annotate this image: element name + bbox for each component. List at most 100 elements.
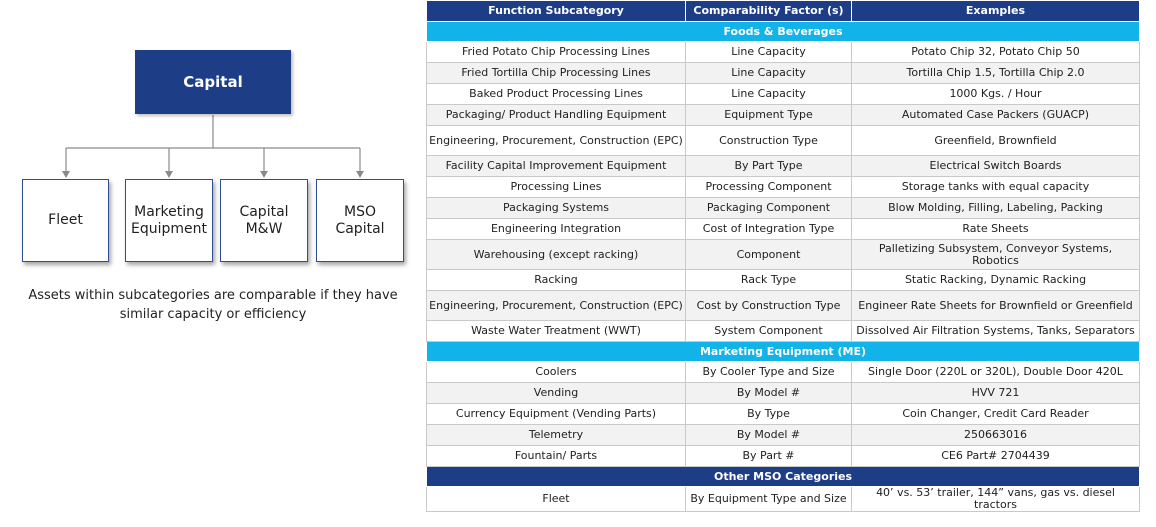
table-row: Engineering, Procurement, Construction (… xyxy=(426,290,1140,321)
cell-function-subcategory: Facility Capital Improvement Equipment xyxy=(426,155,686,177)
cell-function-subcategory: Racking xyxy=(426,269,686,291)
cell-examples: Engineer Rate Sheets for Brownfield or G… xyxy=(851,290,1140,321)
cell-function-subcategory: Engineering, Procurement, Construction (… xyxy=(426,125,686,156)
arrow-down-icon xyxy=(260,171,268,178)
cell-function-subcategory: Packaging Systems xyxy=(426,197,686,219)
header-function-subcategory: Function Subcategory xyxy=(426,0,686,22)
cell-examples: Dissolved Air Filtration Systems, Tanks,… xyxy=(851,320,1140,342)
cell-comparability-factor: Line Capacity xyxy=(685,83,852,105)
cell-comparability-factor: By Part Type xyxy=(685,155,852,177)
cell-function-subcategory: Vending xyxy=(426,382,686,404)
cell-examples: Potato Chip 32, Potato Chip 50 xyxy=(851,41,1140,63)
cell-function-subcategory: Telemetry xyxy=(426,424,686,446)
cell-examples: Single Door (220L or 320L), Double Door … xyxy=(851,361,1140,383)
cell-examples: Automated Case Packers (GUACP) xyxy=(851,104,1140,126)
comparability-table-container: Function Subcategory Comparability Facto… xyxy=(426,0,1140,512)
arrow-down-icon xyxy=(356,171,364,178)
capital-root-node: Capital xyxy=(135,50,291,114)
cell-comparability-factor: By Part # xyxy=(685,445,852,467)
cell-examples: Storage tanks with equal capacity xyxy=(851,176,1140,198)
node-fleet: Fleet xyxy=(22,179,109,262)
section-header-row: Foods & Beverages xyxy=(426,21,1140,42)
section-title: Foods & Beverages xyxy=(426,21,1140,42)
arrow-down-icon xyxy=(62,171,70,178)
cell-comparability-factor: Construction Type xyxy=(685,125,852,156)
cell-function-subcategory: Packaging/ Product Handling Equipment xyxy=(426,104,686,126)
cell-comparability-factor: Cost by Construction Type xyxy=(685,290,852,321)
cell-examples: Electrical Switch Boards xyxy=(851,155,1140,177)
cell-comparability-factor: System Component xyxy=(685,320,852,342)
cell-function-subcategory: Fried Tortilla Chip Processing Lines xyxy=(426,62,686,84)
cell-comparability-factor: Equipment Type xyxy=(685,104,852,126)
table-row: Currency Equipment (Vending Parts)By Typ… xyxy=(426,403,1140,425)
node-mso-capital: MSO Capital xyxy=(316,179,404,262)
cell-function-subcategory: Baked Product Processing Lines xyxy=(426,83,686,105)
cell-examples: Palletizing Subsystem, Conveyor Systems,… xyxy=(851,239,1140,270)
section-header-row: Other MSO Categories xyxy=(426,466,1140,487)
cell-examples: CE6 Part# 2704439 xyxy=(851,445,1140,467)
cell-function-subcategory: Coolers xyxy=(426,361,686,383)
cell-examples: Coin Changer, Credit Card Reader xyxy=(851,403,1140,425)
cell-comparability-factor: By Model # xyxy=(685,382,852,404)
cell-examples: Rate Sheets xyxy=(851,218,1140,240)
node-marketing-equipment: Marketing Equipment xyxy=(125,179,213,262)
cell-function-subcategory: Engineering, Procurement, Construction (… xyxy=(426,290,686,321)
section-title: Other MSO Categories xyxy=(426,466,1140,487)
cell-function-subcategory: Engineering Integration xyxy=(426,218,686,240)
cell-comparability-factor: Packaging Component xyxy=(685,197,852,219)
cell-comparability-factor: Line Capacity xyxy=(685,41,852,63)
cell-examples: Blow Molding, Filling, Labeling, Packing xyxy=(851,197,1140,219)
cell-function-subcategory: Warehousing (except racking) xyxy=(426,239,686,270)
cell-function-subcategory: Processing Lines xyxy=(426,176,686,198)
comparability-table: Function Subcategory Comparability Facto… xyxy=(426,0,1140,512)
header-comparability-factor: Comparability Factor (s) xyxy=(685,0,852,22)
arrow-down-icon xyxy=(165,171,173,178)
cell-examples: Greenfield, Brownfield xyxy=(851,125,1140,156)
cell-comparability-factor: By Cooler Type and Size xyxy=(685,361,852,383)
table-row: Engineering, Procurement, Construction (… xyxy=(426,125,1140,156)
capital-hierarchy-diagram: Capital Fleet Marketing Equipment Capita… xyxy=(0,0,420,527)
cell-comparability-factor: By Equipment Type and Size xyxy=(685,486,852,512)
cell-comparability-factor: Component xyxy=(685,239,852,270)
cell-comparability-factor: Cost of Integration Type xyxy=(685,218,852,240)
node-capital-mw: Capital M&W xyxy=(220,179,308,262)
cell-examples: Tortilla Chip 1.5, Tortilla Chip 2.0 xyxy=(851,62,1140,84)
cell-function-subcategory: Waste Water Treatment (WWT) xyxy=(426,320,686,342)
cell-examples: 1000 Kgs. / Hour xyxy=(851,83,1140,105)
cell-comparability-factor: Processing Component xyxy=(685,176,852,198)
cell-function-subcategory: Currency Equipment (Vending Parts) xyxy=(426,403,686,425)
cell-examples: 40’ vs. 53’ trailer, 144” vans, gas vs. … xyxy=(851,486,1140,512)
cell-comparability-factor: By Type xyxy=(685,403,852,425)
table-header-row: Function Subcategory Comparability Facto… xyxy=(426,0,1140,22)
cell-comparability-factor: Line Capacity xyxy=(685,62,852,84)
cell-examples: Static Racking, Dynamic Racking xyxy=(851,269,1140,291)
cell-examples: 250663016 xyxy=(851,424,1140,446)
section-title: Marketing Equipment (ME) xyxy=(426,341,1140,362)
cell-comparability-factor: Rack Type xyxy=(685,269,852,291)
cell-examples: HVV 721 xyxy=(851,382,1140,404)
cell-comparability-factor: By Model # xyxy=(685,424,852,446)
cell-function-subcategory: Fried Potato Chip Processing Lines xyxy=(426,41,686,63)
cell-function-subcategory: Fountain/ Parts xyxy=(426,445,686,467)
cell-function-subcategory: Fleet xyxy=(426,486,686,512)
table-row: Waste Water Treatment (WWT)System Compon… xyxy=(426,320,1140,342)
diagram-connectors xyxy=(62,115,364,178)
header-examples: Examples xyxy=(851,0,1140,22)
diagram-caption: Assets within subcategories are comparab… xyxy=(28,288,398,322)
